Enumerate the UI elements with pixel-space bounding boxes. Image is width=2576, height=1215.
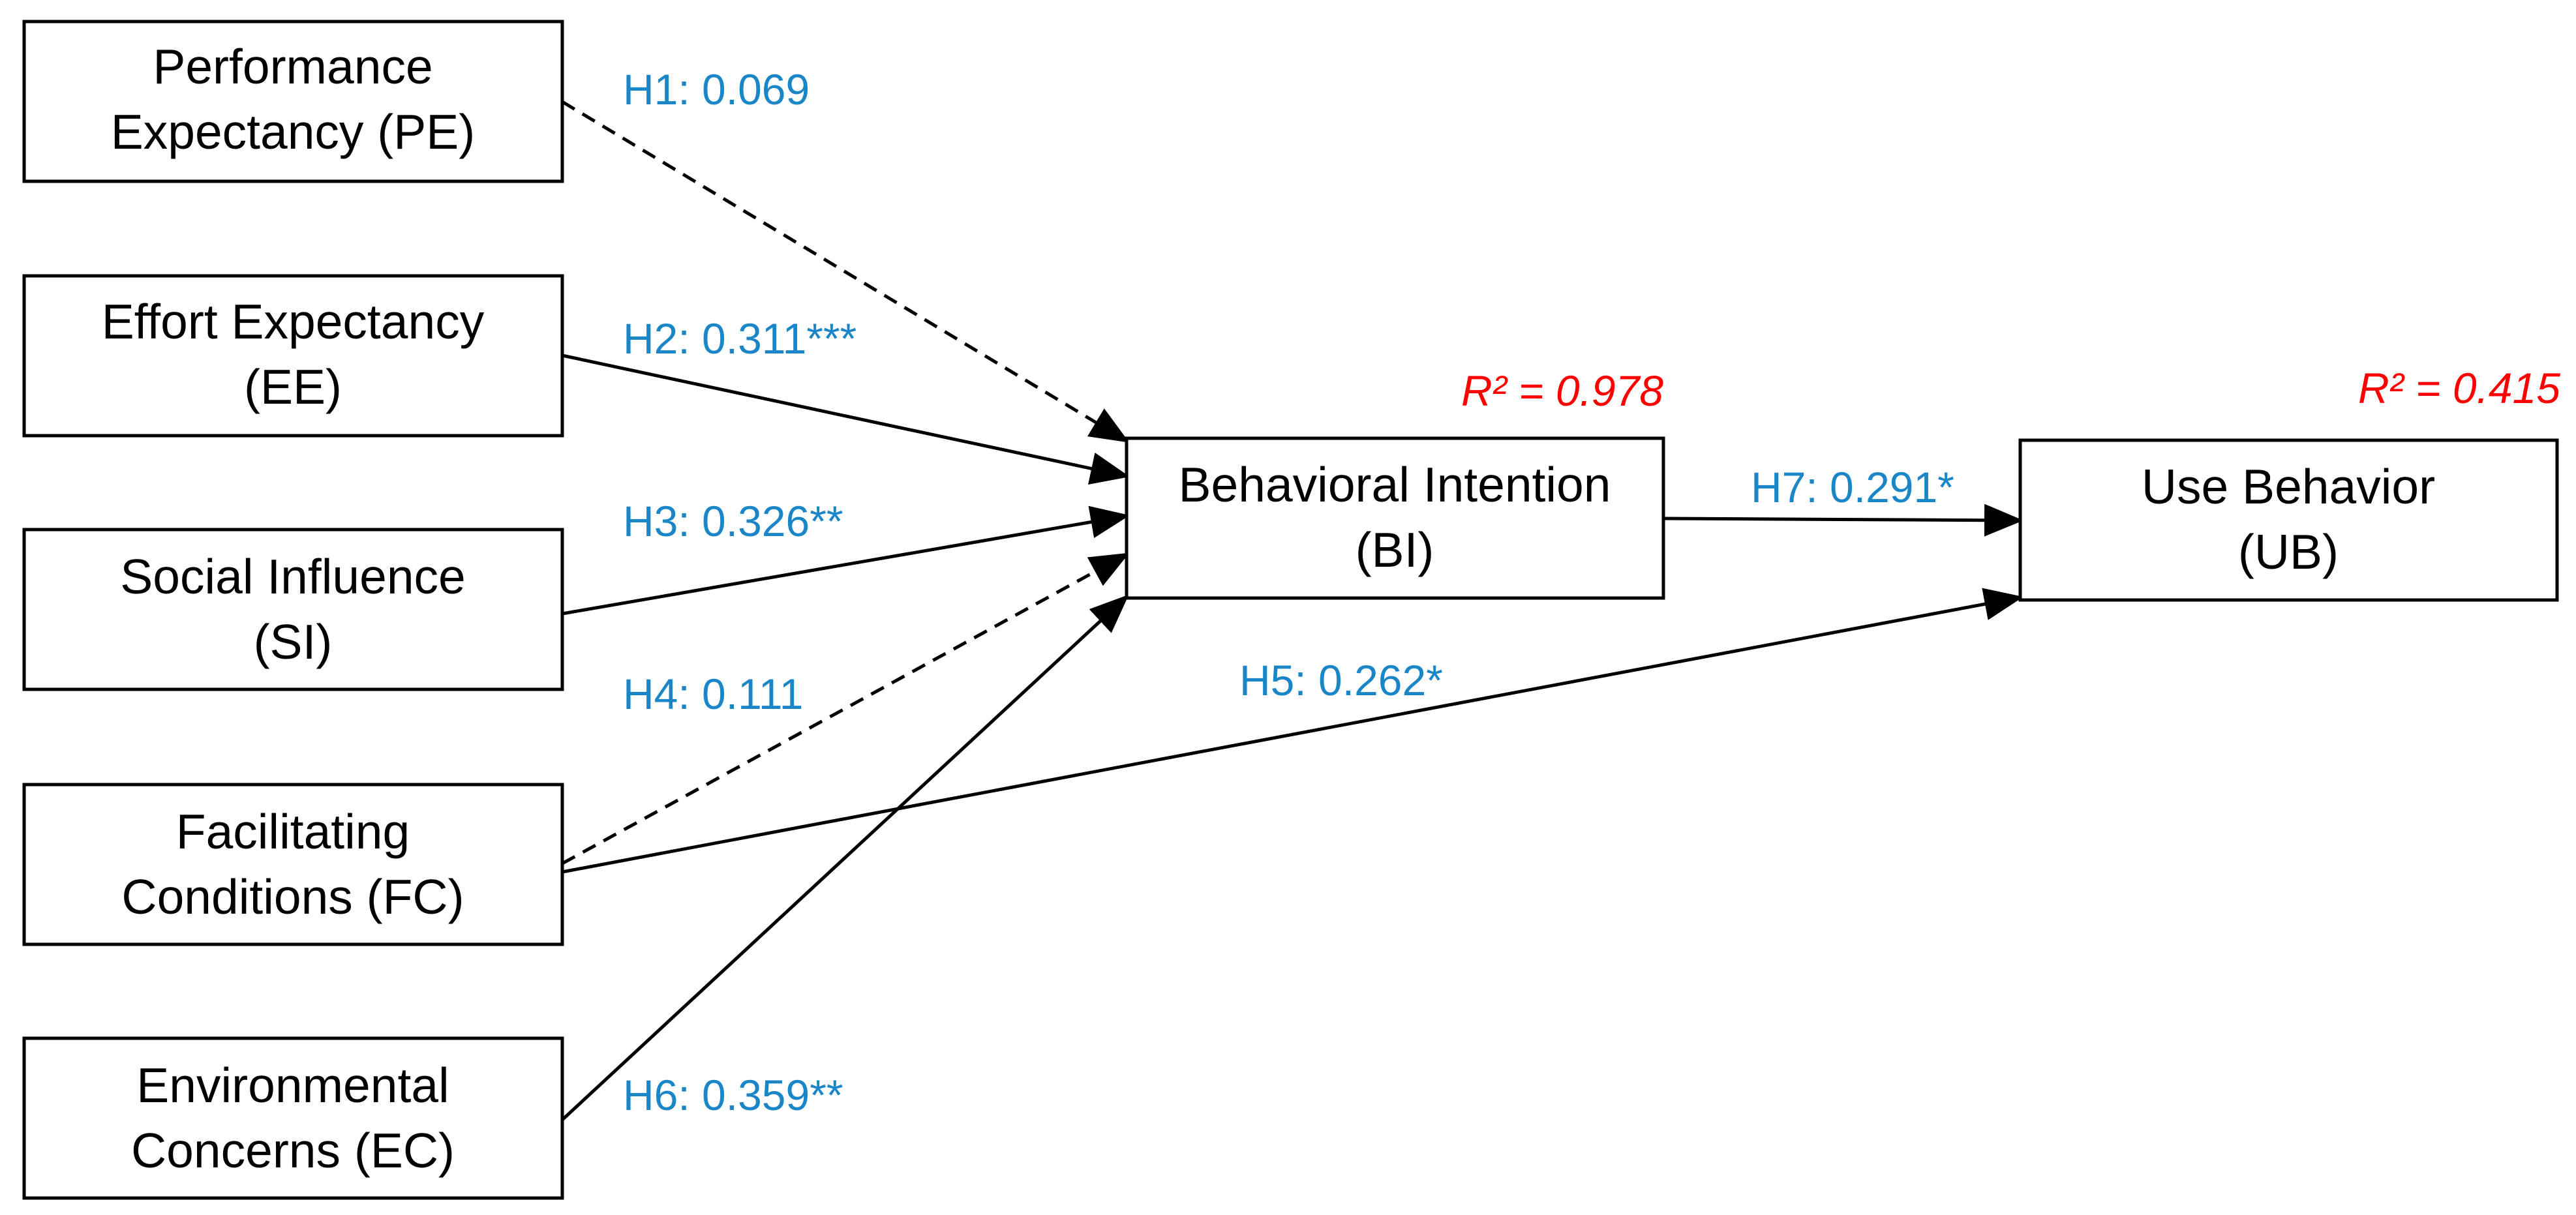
r-squared-labels: R² = 0.978 R² = 0.415 bbox=[1461, 364, 2560, 415]
node-ub: Use Behavior (UB) bbox=[2018, 438, 2559, 602]
node-ec-box bbox=[22, 1036, 564, 1200]
path-labels: H1: 0.069 H2: 0.311*** H3: 0.326** H4: 0… bbox=[623, 65, 1954, 1119]
path-label-h5: H5: 0.262* bbox=[1239, 656, 1443, 704]
path-label-h3: H3: 0.326** bbox=[623, 497, 843, 545]
path-label-h2: H2: 0.311*** bbox=[623, 314, 856, 363]
node-fc-line1: Facilitating bbox=[176, 804, 410, 859]
node-fc: Facilitating Conditions (FC) bbox=[22, 783, 564, 946]
node-bi-line2: (BI) bbox=[1356, 522, 1434, 577]
node-bi-line1: Behavioral Intention bbox=[1179, 457, 1611, 512]
arrow-h7-bi-to-ub bbox=[1663, 503, 2023, 537]
node-ee-line2: (EE) bbox=[244, 359, 342, 414]
node-si-box bbox=[22, 528, 564, 691]
node-bi-box bbox=[1125, 436, 1665, 600]
arrow-h4-fc-to-bi bbox=[561, 552, 1130, 865]
node-ee-box bbox=[22, 274, 564, 438]
arrow-h6-ec-to-bi bbox=[561, 594, 1129, 1121]
node-fc-box bbox=[22, 783, 564, 946]
path-label-h6: H6: 0.359** bbox=[623, 1071, 843, 1119]
node-pe-box bbox=[22, 20, 564, 183]
node-ee: Effort Expectancy (EE) bbox=[22, 274, 564, 438]
arrow-h2-ee-to-bi bbox=[562, 353, 1130, 485]
node-ec-line1: Environmental bbox=[136, 1058, 449, 1113]
node-ub-box bbox=[2018, 438, 2559, 602]
arrows-layer bbox=[561, 100, 2023, 1121]
node-pe-line2: Expectancy (PE) bbox=[111, 104, 476, 159]
node-si-line2: (SI) bbox=[254, 614, 333, 669]
r-squared-bi: R² = 0.978 bbox=[1461, 367, 1663, 415]
arrow-h1-pe-to-bi bbox=[561, 100, 1130, 443]
node-ec-line2: Concerns (EC) bbox=[131, 1123, 455, 1178]
path-label-h4: H4: 0.111 bbox=[623, 670, 803, 718]
node-si-line1: Social Influence bbox=[120, 549, 466, 604]
node-ub-line2: (UB) bbox=[2238, 524, 2339, 579]
node-si: Social Influence (SI) bbox=[22, 528, 564, 691]
node-bi: Behavioral Intention (BI) bbox=[1125, 436, 1665, 600]
r-squared-ub: R² = 0.415 bbox=[2358, 364, 2560, 412]
arrow-h3-si-to-bi bbox=[562, 505, 1130, 616]
node-pe-line1: Performance bbox=[153, 39, 432, 94]
path-label-h7: H7: 0.291* bbox=[1751, 463, 1954, 511]
node-ee-line1: Effort Expectancy bbox=[102, 294, 485, 349]
path-label-h1: H1: 0.069 bbox=[623, 65, 810, 113]
arrow-h5-fc-to-ub bbox=[562, 588, 2023, 874]
node-ec: Environmental Concerns (EC) bbox=[22, 1036, 564, 1200]
node-ub-line1: Use Behavior bbox=[2142, 459, 2435, 514]
node-fc-line2: Conditions (FC) bbox=[121, 869, 464, 924]
node-pe: Performance Expectancy (PE) bbox=[22, 20, 564, 183]
